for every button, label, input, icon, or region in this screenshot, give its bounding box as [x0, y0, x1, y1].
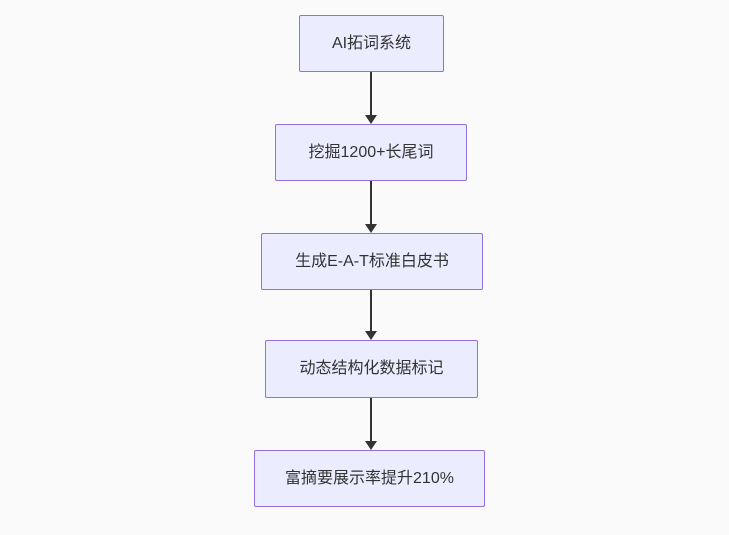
- node-label: 挖掘1200+长尾词: [308, 143, 434, 161]
- flow-node-eat-whitepaper: 生成E-A-T标准白皮书: [261, 233, 483, 290]
- arrow-line: [370, 181, 372, 225]
- flow-arrow-3: [365, 290, 377, 340]
- arrow-line: [370, 72, 372, 116]
- arrow-line: [370, 290, 372, 332]
- node-label: 生成E-A-T标准白皮书: [295, 252, 449, 270]
- node-label: AI拓词系统: [331, 34, 412, 52]
- arrow-line: [370, 398, 372, 442]
- flow-node-longtail-mining: 挖掘1200+长尾词: [275, 124, 467, 181]
- flow-node-structured-data-markup: 动态结构化数据标记: [265, 340, 478, 398]
- flow-arrow-2: [365, 181, 377, 233]
- node-label: 动态结构化数据标记: [299, 360, 444, 378]
- node-label: 富摘要展示率提升210%: [285, 469, 454, 487]
- arrow-head-icon: [365, 115, 377, 124]
- flow-node-rich-snippet-result: 富摘要展示率提升210%: [254, 450, 485, 507]
- flow-node-ai-word-system: AI拓词系统: [299, 15, 444, 72]
- arrow-head-icon: [365, 441, 377, 450]
- flow-arrow-4: [365, 398, 377, 450]
- arrow-head-icon: [365, 331, 377, 340]
- flow-arrow-1: [365, 72, 377, 124]
- arrow-head-icon: [365, 224, 377, 233]
